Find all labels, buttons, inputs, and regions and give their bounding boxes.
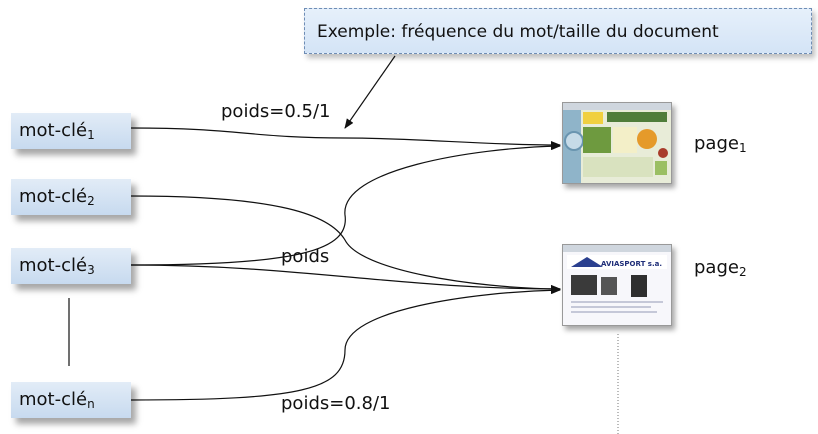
example-callout: Exemple: fréquence du mot/taille du docu… (304, 8, 812, 54)
page-1-label: page1 (694, 133, 747, 155)
keyword-2-box: mot-clé2 (11, 179, 131, 215)
page-2-label: page2 (694, 257, 747, 279)
webpage-screenshot-icon (563, 103, 671, 183)
page2-brand-text: AVIASPORT s.a. (601, 260, 662, 268)
keyword-label: mot-clé (19, 255, 88, 276)
weight-label-3: poids=0.8/1 (281, 393, 391, 414)
keyword-subscript: 1 (87, 128, 95, 142)
page-subscript: 1 (738, 141, 747, 155)
keyword-label: mot-clé (19, 186, 88, 207)
edge-kw2-page2 (130, 195, 561, 293)
page-1-thumbnail (562, 102, 672, 184)
page-2-thumbnail: AVIASPORT s.a. (562, 244, 672, 326)
page-subscript: 2 (738, 265, 747, 279)
keyword-n-box: mot-clén (11, 382, 131, 418)
page-label-text: page (694, 257, 739, 278)
keyword-label: mot-clé (19, 389, 88, 410)
keyword-subscript: 3 (87, 263, 95, 277)
edge-kw3-page2 (130, 264, 561, 293)
keyword-label: mot-clé (19, 120, 88, 141)
keyword-3-box: mot-clé3 (11, 248, 131, 284)
webpage-screenshot-icon: AVIASPORT s.a. (563, 245, 671, 325)
keyword-subscript: n (87, 397, 95, 411)
keyword-subscript: 2 (87, 194, 95, 208)
weight-label-2: poids (281, 246, 330, 267)
callout-arrow (344, 55, 396, 129)
edge-kwn-page2 (130, 286, 561, 401)
edge-kw1-page1 (130, 127, 561, 149)
page-label-text: page (694, 133, 739, 154)
keyword-1-box: mot-clé1 (11, 113, 131, 149)
edge-kw3-page1 (130, 142, 561, 266)
callout-text: Exemple: fréquence du mot/taille du docu… (317, 22, 719, 42)
weight-label-1: poids=0.5/1 (221, 101, 331, 122)
